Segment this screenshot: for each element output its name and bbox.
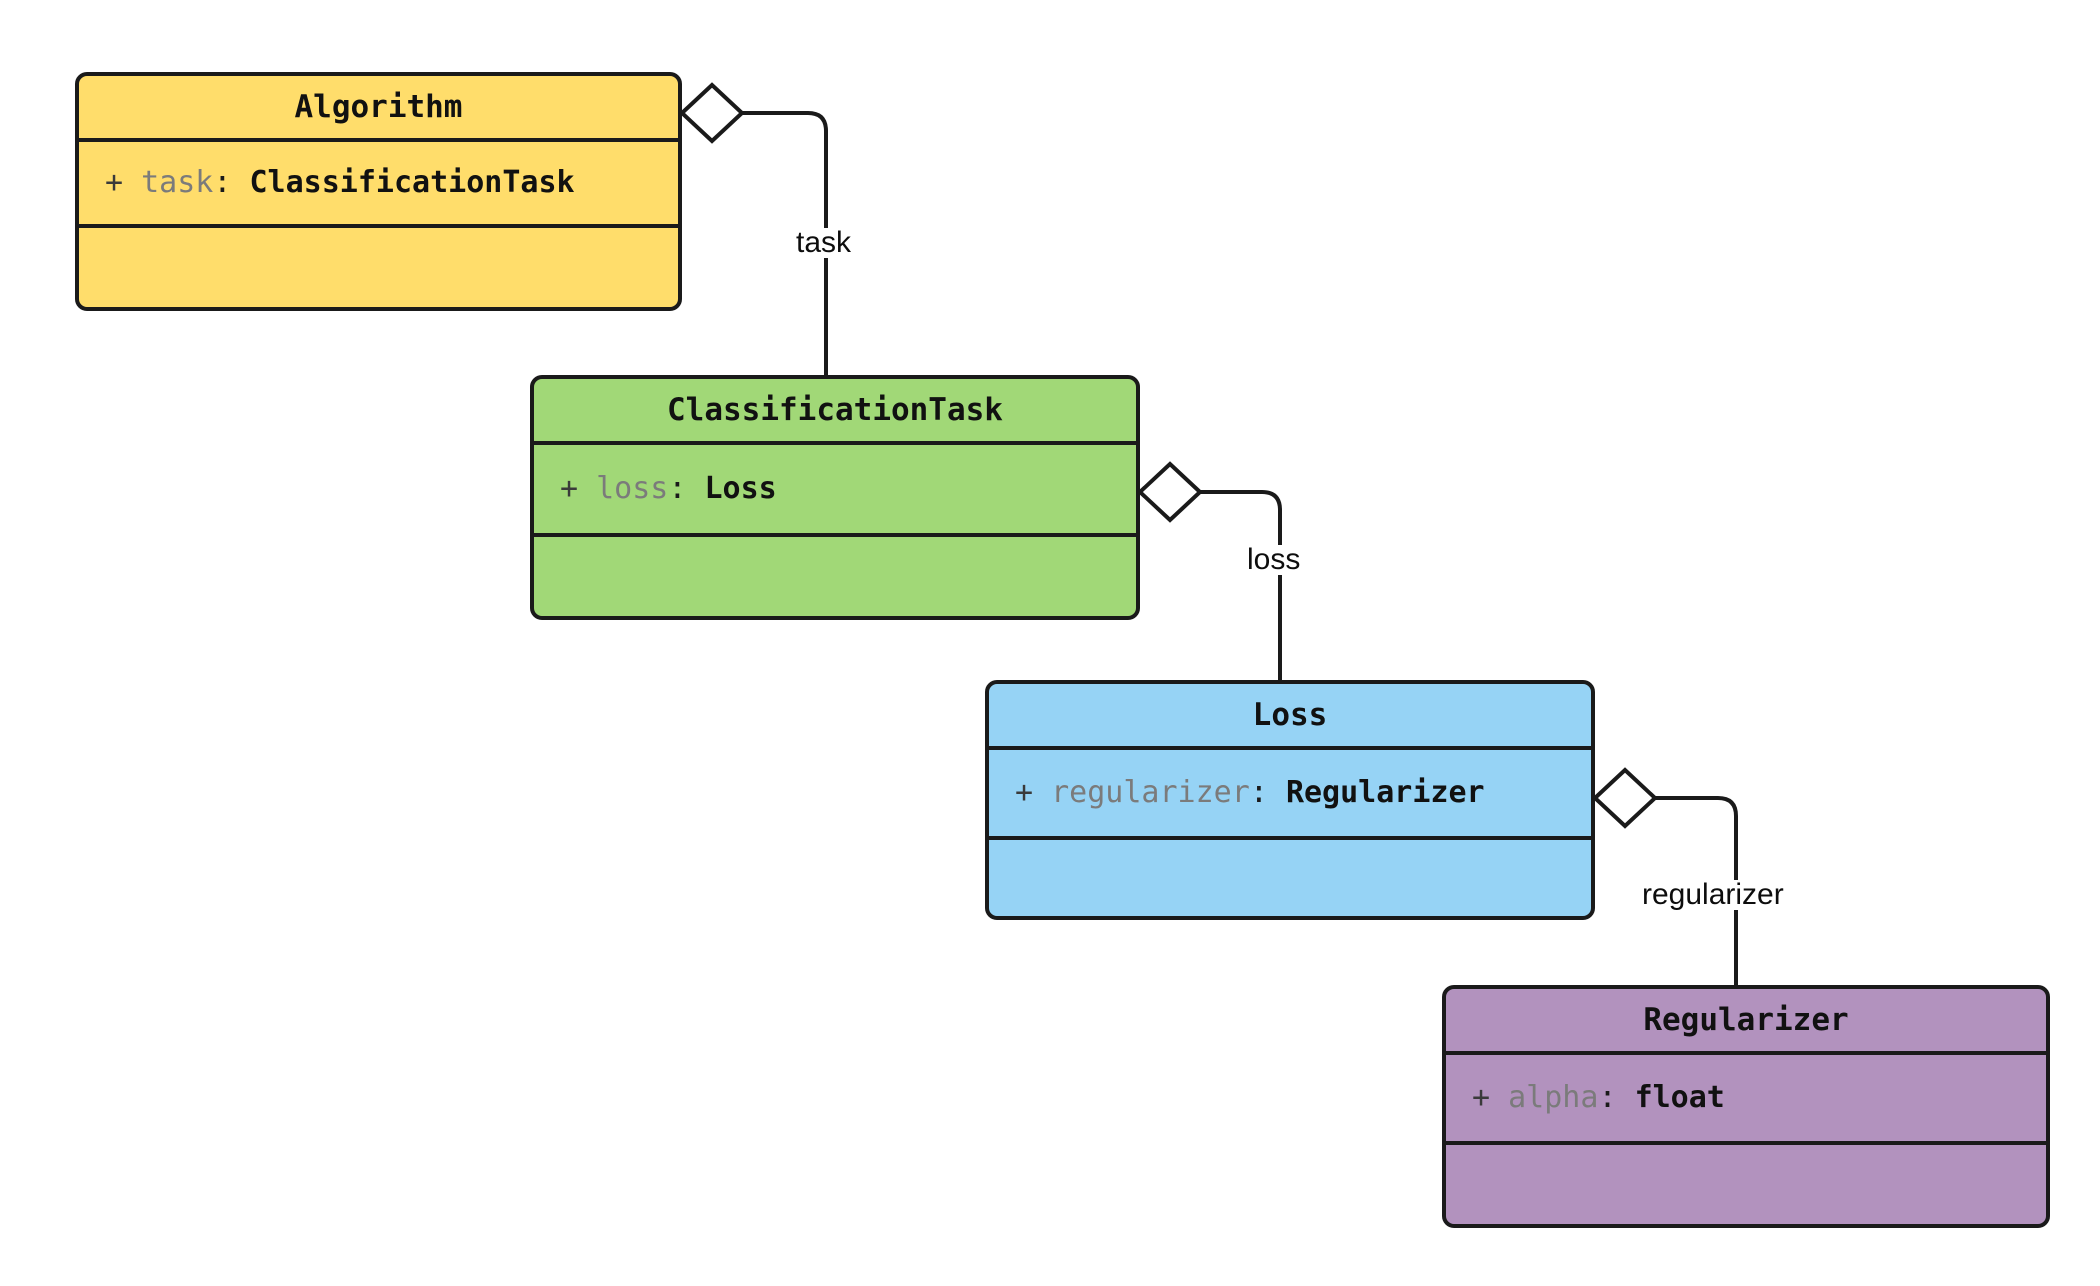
attribute-name: regularizer (1051, 775, 1250, 811)
aggregation-diamond-loss (1137, 461, 1203, 523)
edge-line-loss (1170, 490, 1282, 680)
attribute-name: task (141, 165, 214, 201)
attribute-separator: : (213, 165, 232, 201)
attribute-separator: : (668, 471, 687, 507)
class-box-algorithm[interactable]: Algorithm + task: ClassificationTask (75, 72, 682, 311)
class-box-classificationtask[interactable]: ClassificationTask + loss: Loss (530, 375, 1140, 620)
class-attributes-regularizer: + alpha: float (1446, 1055, 2046, 1145)
attribute-visibility: + (560, 471, 579, 507)
edge-label-regularizer: regularizer (1640, 878, 1786, 911)
attribute-separator: : (1249, 775, 1268, 811)
class-name-regularizer: Regularizer (1446, 989, 2046, 1055)
class-attributes-loss: + regularizer: Regularizer (989, 750, 1591, 840)
attribute-row: + regularizer: Regularizer (989, 774, 1591, 812)
attribute-type: float (1634, 1080, 1725, 1116)
attribute-row: + alpha: float (1446, 1079, 2046, 1117)
aggregation-diamond-task (679, 82, 745, 144)
class-box-loss[interactable]: Loss + regularizer: Regularizer (985, 680, 1595, 920)
attribute-type: Loss (704, 471, 777, 507)
attribute-name: alpha (1508, 1080, 1599, 1116)
class-attributes-algorithm: + task: ClassificationTask (79, 142, 678, 228)
class-name-classificationtask: ClassificationTask (534, 379, 1136, 445)
attribute-visibility: + (1472, 1080, 1491, 1116)
attribute-type: ClassificationTask (249, 165, 575, 201)
class-attributes-classificationtask: + loss: Loss (534, 445, 1136, 537)
edge-label-loss: loss (1245, 543, 1303, 576)
attribute-row: + task: ClassificationTask (79, 164, 678, 202)
class-name-algorithm: Algorithm (79, 76, 678, 142)
edge-label-task: task (794, 226, 854, 259)
class-box-regularizer[interactable]: Regularizer + alpha: float (1442, 985, 2050, 1228)
attribute-visibility: + (105, 165, 124, 201)
attribute-row: + loss: Loss (534, 470, 1136, 508)
attribute-separator: : (1598, 1080, 1617, 1116)
attribute-type: Regularizer (1285, 775, 1485, 811)
attribute-name: loss (596, 471, 669, 507)
aggregation-diamond-regularizer (1592, 767, 1658, 829)
class-name-loss: Loss (989, 684, 1591, 750)
attribute-visibility: + (1015, 775, 1034, 811)
